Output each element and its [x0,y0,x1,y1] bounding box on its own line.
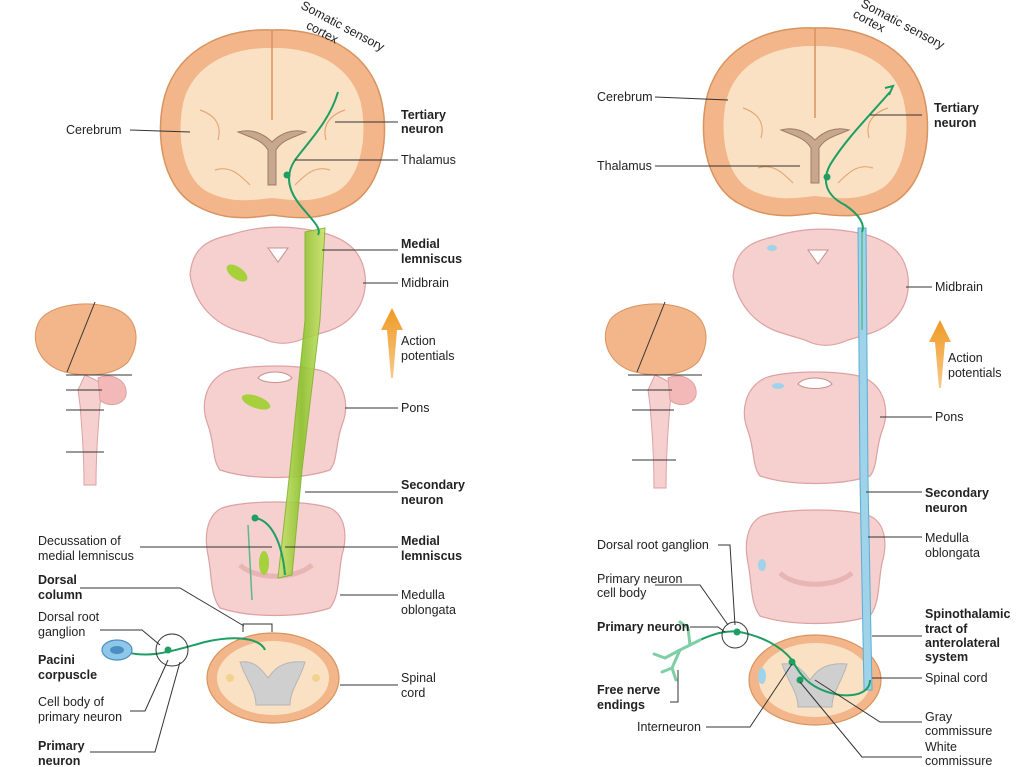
free-nerve-endings-shape [652,620,702,682]
right-brain-thumbnail [604,301,707,489]
label-potentials: potentials [401,349,455,363]
left-leader-lines [80,121,398,753]
label-tertiary-neuron: neuron [401,122,443,136]
left-cerebrum [159,29,386,219]
label-oblongata: oblongata [401,603,456,617]
r-label-tertiary: Tertiary [934,101,979,115]
label-cell-body-of: Cell body of [38,695,105,709]
r-label-secondary: Secondary [925,486,989,500]
label-spinal: Spinal [401,671,436,685]
r-label-medulla: Medulla [925,531,969,545]
left-panel-dorsal-column-pathway: Somatic sensory cortex Cerebrum Tertiary… [34,0,465,767]
right-midbrain [732,228,909,346]
label-column: column [38,588,82,602]
r-label-white: White [925,740,957,754]
r-label-primary-neuron: Primary neuron [597,620,689,634]
label-primary-neuron-cb: primary neuron [38,710,122,724]
r-label-primary-neuron-cb: Primary neuron [597,572,682,586]
label-pacini: Pacini [38,653,75,667]
r-label-drg: Dorsal root ganglion [597,538,709,552]
label-midbrain: Midbrain [401,276,449,290]
label-primary: Primary [38,739,85,753]
r-label-system: system [925,650,968,664]
label-primary-neuron: neuron [38,754,80,767]
left-pons [203,365,347,479]
label-corpuscle: corpuscle [38,668,97,682]
r-label-tertiary-neuron: neuron [934,116,976,130]
r-label-interneuron: Interneuron [637,720,701,734]
right-action-potentials-arrow [929,320,951,388]
label-secondary: Secondary [401,478,465,492]
r-label-cell-body: cell body [597,586,647,600]
r-label-tract-of: tract of [925,622,968,636]
right-spinothalamic-tract [857,227,873,691]
right-panel-anterolateral-pathway: Somatic sensory cortex Cerebrum Tertiary… [597,0,1010,767]
label-dorsal: Dorsal [38,573,77,587]
r-label-gray: Gray [925,710,953,724]
left-spinal-cord [206,632,340,724]
label-medial: Medial [401,237,440,251]
left-medulla [205,501,346,617]
left-neuron-path [101,91,339,667]
right-neuron-path [652,84,895,697]
label-decussation: Decussation of [38,534,121,548]
label-thalamus: Thalamus [401,153,456,167]
r-label-cerebrum: Cerebrum [597,90,653,104]
label-cord: cord [401,686,425,700]
label-medial-2: Medial [401,534,440,548]
r-label-potentials: potentials [948,366,1002,380]
label-action: Action [401,334,436,348]
r-label-secondary-neuron: neuron [925,501,967,515]
r-label-free-nerve: Free nerve [597,683,660,697]
r-label-endings: endings [597,698,645,712]
r-label-thalamus: Thalamus [597,159,652,173]
label-medulla: Medulla [401,588,445,602]
r-label-white-commissure: commissure [925,754,992,767]
right-cerebrum [702,27,929,217]
r-label-spinothalamic: Spinothalamic [925,607,1010,621]
r-label-oblongata: oblongata [925,546,980,560]
left-medial-lemniscus-tract [277,227,326,579]
r-label-action: Action [948,351,983,365]
left-action-potentials-arrow [381,308,403,378]
r-label-spinal-cord: Spinal cord [925,671,988,685]
label-medial-lemniscus-lower: medial lemniscus [38,549,134,563]
label-dorsal-root: Dorsal root [38,610,100,624]
label-secondary-neuron: neuron [401,493,443,507]
label-lemniscus: lemniscus [401,252,462,266]
r-label-anterolateral: anterolateral [925,636,1000,650]
left-midbrain [189,226,366,344]
right-leader-lines [654,96,932,758]
label-cerebrum: Cerebrum [66,123,122,137]
label-tertiary: Tertiary [401,108,446,122]
r-label-pons: Pons [935,410,964,424]
label-pons: Pons [401,401,430,415]
r-label-midbrain: Midbrain [935,280,983,294]
label-lemniscus-2: lemniscus [401,549,462,563]
left-brain-thumbnail [34,301,137,486]
r-label-gray-commissure: commissure [925,724,992,738]
label-ganglion: ganglion [38,625,85,639]
